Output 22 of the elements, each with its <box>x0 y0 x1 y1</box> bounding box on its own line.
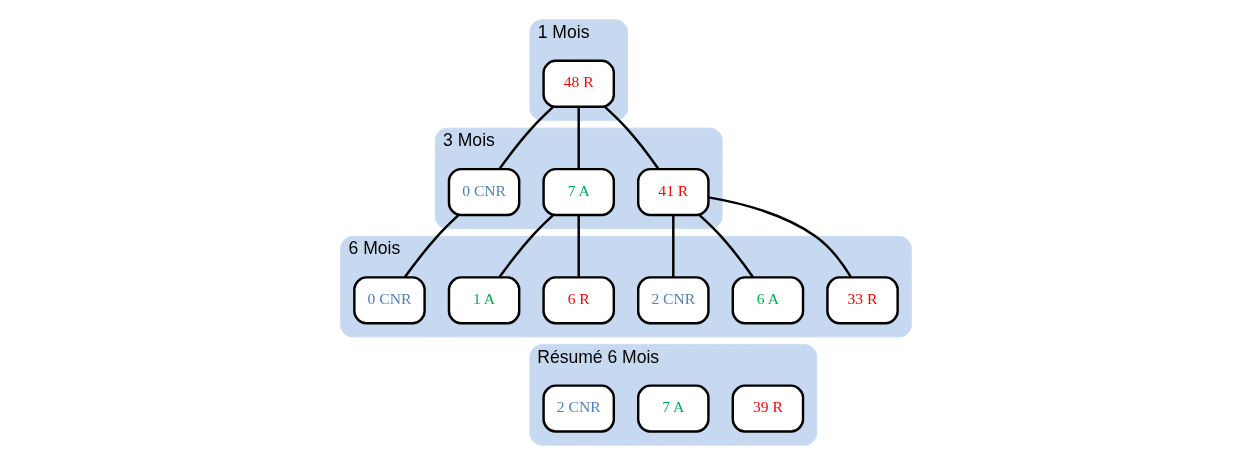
connector <box>576 106 580 170</box>
node-box: 7 A <box>541 167 615 217</box>
node-box: 2 CNR <box>636 276 710 325</box>
node-box: 0 CNR <box>447 167 520 217</box>
connector <box>707 196 852 278</box>
connector <box>671 215 675 278</box>
node-box: 33 R <box>825 276 899 325</box>
connector <box>403 214 459 279</box>
connector <box>576 215 580 278</box>
node-box: 6 A <box>731 276 804 325</box>
connector <box>603 105 659 170</box>
connector <box>497 106 554 170</box>
node-box: 1 A <box>447 276 520 325</box>
node-box: 48 R <box>541 59 615 108</box>
node-box: 0 CNR <box>352 276 426 325</box>
connector <box>698 214 754 278</box>
node-box: 39 R <box>731 384 804 433</box>
connector <box>497 214 554 279</box>
node-box: 7 A <box>636 384 710 433</box>
node-box: 2 CNR <box>541 384 615 433</box>
node-box: 6 R <box>541 276 615 325</box>
node-box: 41 R <box>636 167 710 217</box>
